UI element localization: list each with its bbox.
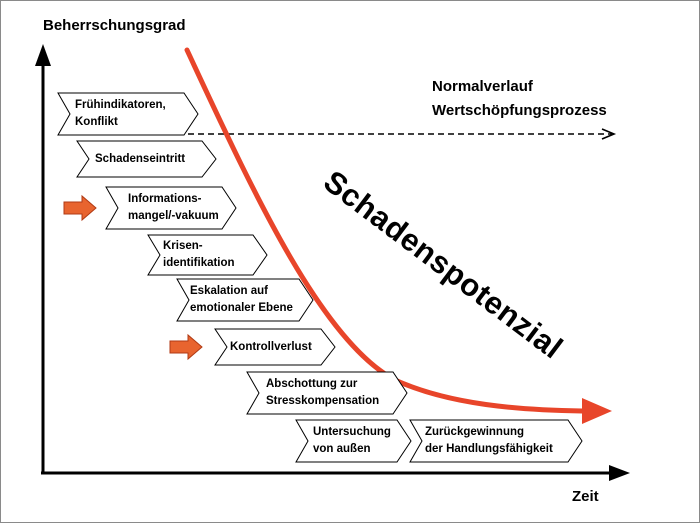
x-axis-arrowhead-icon: [609, 465, 630, 481]
normal-process-line1: Normalverlauf: [432, 78, 533, 95]
step-6-text: Kontrollverlust: [230, 341, 312, 353]
step-chevron-9: [409, 419, 583, 463]
step-chevron-5: [176, 278, 314, 322]
normal-process-line2: Wertschöpfungsprozess: [432, 102, 607, 119]
step-2-text: Schadenseintritt: [95, 153, 186, 165]
step-1-text: Frühindikatoren,Konflikt: [75, 99, 166, 128]
step-chevron-1: [57, 92, 199, 136]
step-chevron-6: [214, 328, 336, 366]
y-axis-arrowhead-icon: [35, 44, 51, 66]
normal-process-label: Normalverlauf Wertschöpfungsprozess: [432, 75, 607, 123]
axes: [35, 44, 630, 481]
marker-arrows: [63, 194, 203, 361]
damage-potential-curve: [184, 47, 612, 424]
step-chevron-8: [295, 419, 412, 463]
x-axis-label: Zeit: [572, 488, 599, 505]
orange-arrow-icon: [63, 194, 97, 222]
orange-arrow-icon: [169, 333, 203, 361]
step-chevron-4: [147, 234, 268, 276]
step-chevron-2: [76, 140, 217, 178]
curve-arrowhead-icon: [582, 398, 612, 424]
step-chevron-3: [105, 186, 237, 230]
y-axis-label: Beherrschungsgrad: [43, 17, 186, 34]
dashed-arrowhead-icon: [601, 128, 617, 140]
step-3-text: Informations-mangel/-vakuum: [128, 193, 219, 222]
normal-process-line: [168, 128, 617, 140]
step-4-text: Krisen-identifikation: [163, 240, 235, 269]
step-chevron-7: [246, 371, 408, 415]
process-steps: [57, 92, 583, 463]
